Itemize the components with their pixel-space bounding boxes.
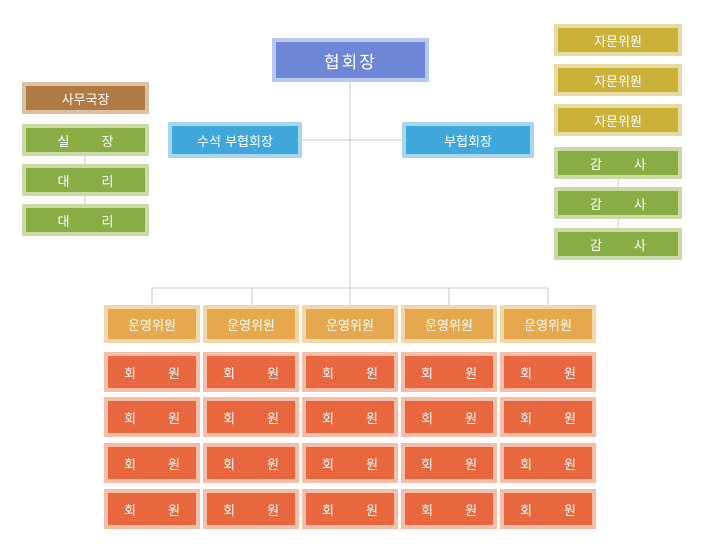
member-label: 회 원 [321, 366, 393, 382]
member-box: 회 원 [104, 397, 200, 437]
member-box: 회 원 [401, 443, 497, 483]
member-label: 회 원 [420, 503, 492, 519]
member-box: 회 원 [302, 352, 398, 392]
vice-chairman-label: 부협회장 [444, 134, 492, 150]
member-box: 회 원 [302, 489, 398, 529]
member-label: 회 원 [519, 457, 591, 473]
member-box: 회 원 [302, 443, 398, 483]
member-box: 회 원 [401, 489, 497, 529]
advisor-label: 자문위원 [594, 34, 642, 50]
office-head-box: 사무국장 [22, 82, 149, 114]
member-box: 회 원 [401, 352, 497, 392]
member-box: 회 원 [104, 352, 200, 392]
senior-vice-chairman-label: 수석 부협회장 [197, 134, 273, 150]
member-box: 회 원 [302, 397, 398, 437]
advisor-box: 자문위원 [554, 24, 682, 56]
auditor-box: 감 사 [554, 147, 682, 179]
office-staff-label: 실 장 [57, 134, 128, 150]
vice-chairman-box: 부협회장 [402, 122, 534, 158]
committee-member-label: 운영위원 [326, 318, 374, 334]
advisor-box: 자문위원 [554, 64, 682, 96]
member-box: 회 원 [500, 489, 596, 529]
member-label: 회 원 [321, 411, 393, 427]
member-box: 회 원 [104, 489, 200, 529]
member-label: 회 원 [222, 411, 294, 427]
auditor-box: 감 사 [554, 228, 682, 260]
committee-member-box: 운영위원 [104, 305, 200, 343]
member-label: 회 원 [420, 457, 492, 473]
committee-member-label: 운영위원 [425, 318, 473, 334]
member-label: 회 원 [123, 503, 195, 519]
member-box: 회 원 [500, 443, 596, 483]
member-label: 회 원 [222, 457, 294, 473]
member-box: 회 원 [104, 443, 200, 483]
member-label: 회 원 [321, 503, 393, 519]
member-box: 회 원 [203, 397, 299, 437]
auditor-label: 감 사 [589, 197, 661, 213]
committee-member-box: 운영위원 [500, 305, 596, 343]
chairman-box: 협회장 [272, 38, 429, 82]
member-label: 회 원 [123, 366, 195, 382]
member-label: 회 원 [519, 411, 591, 427]
committee-member-box: 운영위원 [401, 305, 497, 343]
office-head-label: 사무국장 [61, 92, 110, 108]
office-staff-box: 대 리 [22, 164, 149, 196]
office-staff-label: 대 리 [57, 174, 128, 190]
committee-member-box: 운영위원 [302, 305, 398, 343]
member-label: 회 원 [519, 503, 591, 519]
committee-member-label: 운영위원 [128, 318, 176, 334]
member-label: 회 원 [222, 366, 294, 382]
auditor-box: 감 사 [554, 187, 682, 219]
office-staff-box: 대 리 [22, 204, 149, 236]
member-box: 회 원 [401, 397, 497, 437]
member-box: 회 원 [500, 352, 596, 392]
advisor-box: 자문위원 [554, 104, 682, 136]
member-box: 회 원 [500, 397, 596, 437]
advisor-label: 자문위원 [594, 114, 642, 130]
member-box: 회 원 [203, 352, 299, 392]
member-box: 회 원 [203, 443, 299, 483]
member-label: 회 원 [123, 411, 195, 427]
auditor-label: 감 사 [589, 157, 661, 173]
senior-vice-chairman-box: 수석 부협회장 [168, 122, 302, 158]
member-label: 회 원 [420, 366, 492, 382]
office-staff-box: 실 장 [22, 124, 149, 156]
office-staff-label: 대 리 [57, 214, 128, 230]
member-label: 회 원 [222, 503, 294, 519]
member-label: 회 원 [519, 366, 591, 382]
auditor-label: 감 사 [589, 238, 661, 254]
chairman-label: 협회장 [324, 52, 377, 73]
member-label: 회 원 [123, 457, 195, 473]
advisor-label: 자문위원 [594, 74, 642, 90]
committee-member-box: 운영위원 [203, 305, 299, 343]
member-label: 회 원 [420, 411, 492, 427]
committee-member-label: 운영위원 [227, 318, 275, 334]
member-label: 회 원 [321, 457, 393, 473]
committee-member-label: 운영위원 [524, 318, 572, 334]
member-box: 회 원 [203, 489, 299, 529]
